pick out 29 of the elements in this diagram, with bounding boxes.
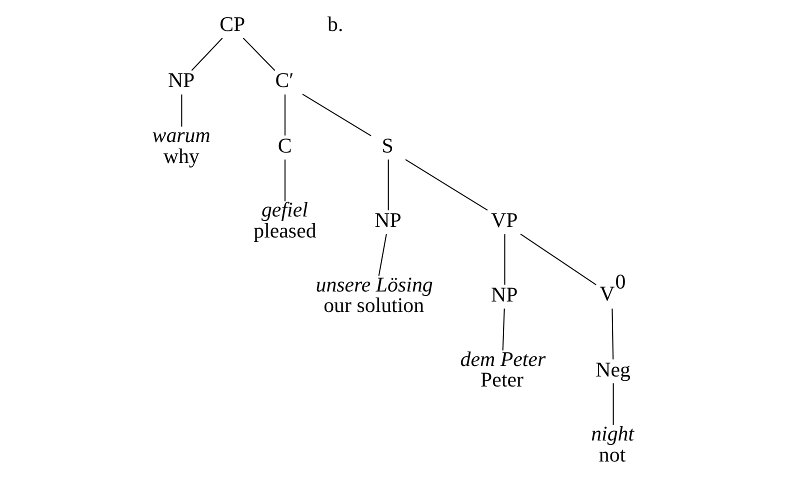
- node-text: warum why: [152, 122, 210, 168]
- node-text: VP: [490, 208, 518, 232]
- connector: [404, 158, 488, 210]
- node-text: NP: [490, 282, 518, 306]
- connector: [502, 308, 504, 350]
- connector: [387, 159, 388, 210]
- connector: [302, 93, 371, 136]
- connector: [242, 37, 275, 70]
- node-text: night not: [590, 420, 634, 466]
- connector: [284, 159, 286, 201]
- node-text: CP: [219, 11, 245, 36]
- node-text: Neg: [595, 356, 630, 381]
- connector: [504, 234, 505, 284]
- node-text: C: [277, 133, 292, 158]
- connector: [520, 233, 596, 285]
- node-text: unsere Lösing our solution: [315, 272, 432, 317]
- node-text: S: [381, 133, 393, 158]
- connector: [284, 94, 286, 136]
- node-text: C′: [274, 68, 294, 92]
- connector: [611, 308, 614, 359]
- connector: [378, 234, 386, 276]
- node-text: NP: [374, 208, 401, 232]
- label: b.: [327, 11, 343, 36]
- connector: [180, 94, 182, 126]
- connector: [190, 37, 222, 70]
- node-text: dem Peter Peter: [460, 346, 546, 392]
- node-text: NP: [167, 68, 194, 92]
- connector: [612, 382, 614, 424]
- node-text: gefiel pleased: [253, 197, 316, 242]
